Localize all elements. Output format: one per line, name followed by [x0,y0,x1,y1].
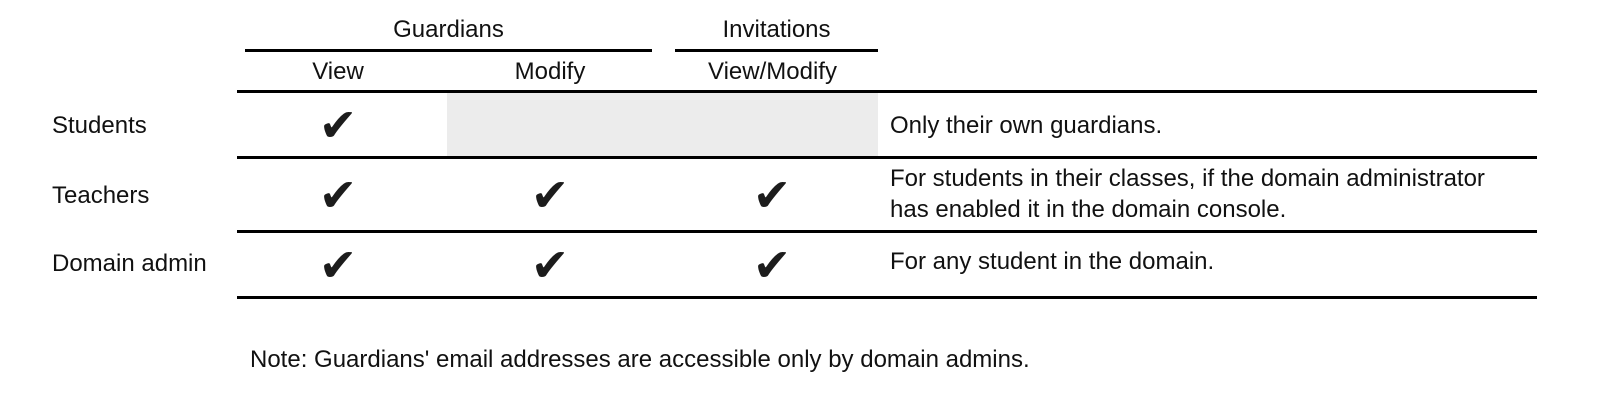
check-icon: ✔ [318,97,358,152]
column-header-view-modify: View/Modify [708,58,837,85]
row-label-teachers: Teachers [52,182,150,209]
note-teachers: For students in their classes, if the do… [890,163,1485,225]
check-icon: ✔ [318,237,358,292]
guardians-underline [245,49,652,52]
row-divider-teachers [237,230,1537,233]
note-students: Only their own guardians. [890,111,1162,141]
check-icon: ✔ [752,167,792,222]
column-header-modify: Modify [514,58,586,85]
group-header-invitations: Invitations [722,16,831,43]
footnote: Note: Guardians' email addresses are acc… [250,346,1030,373]
check-icon: ✔ [752,237,792,292]
row-label-students: Students [52,112,147,139]
check-icon: ✔ [530,167,570,222]
note-line: has enabled it in the domain console. [890,196,1287,223]
check-icon: ✔ [530,237,570,292]
row-divider-domain-admin [237,296,1537,299]
note-line: Only their own guardians. [890,112,1163,139]
group-header-guardians: Guardians [393,16,504,43]
column-header-view: View [312,58,364,85]
header-divider [237,90,1537,93]
students-disabled-cells [447,93,878,156]
note-line: For students in their classes, if the do… [890,165,1485,192]
note-domain-admin: For any student in the domain. [890,247,1214,277]
note-line: For any student in the domain. [890,248,1215,275]
row-label-domain-admin: Domain admin [52,250,207,277]
check-icon: ✔ [318,167,358,222]
row-divider-students [237,156,1537,159]
invitations-underline [675,49,878,52]
